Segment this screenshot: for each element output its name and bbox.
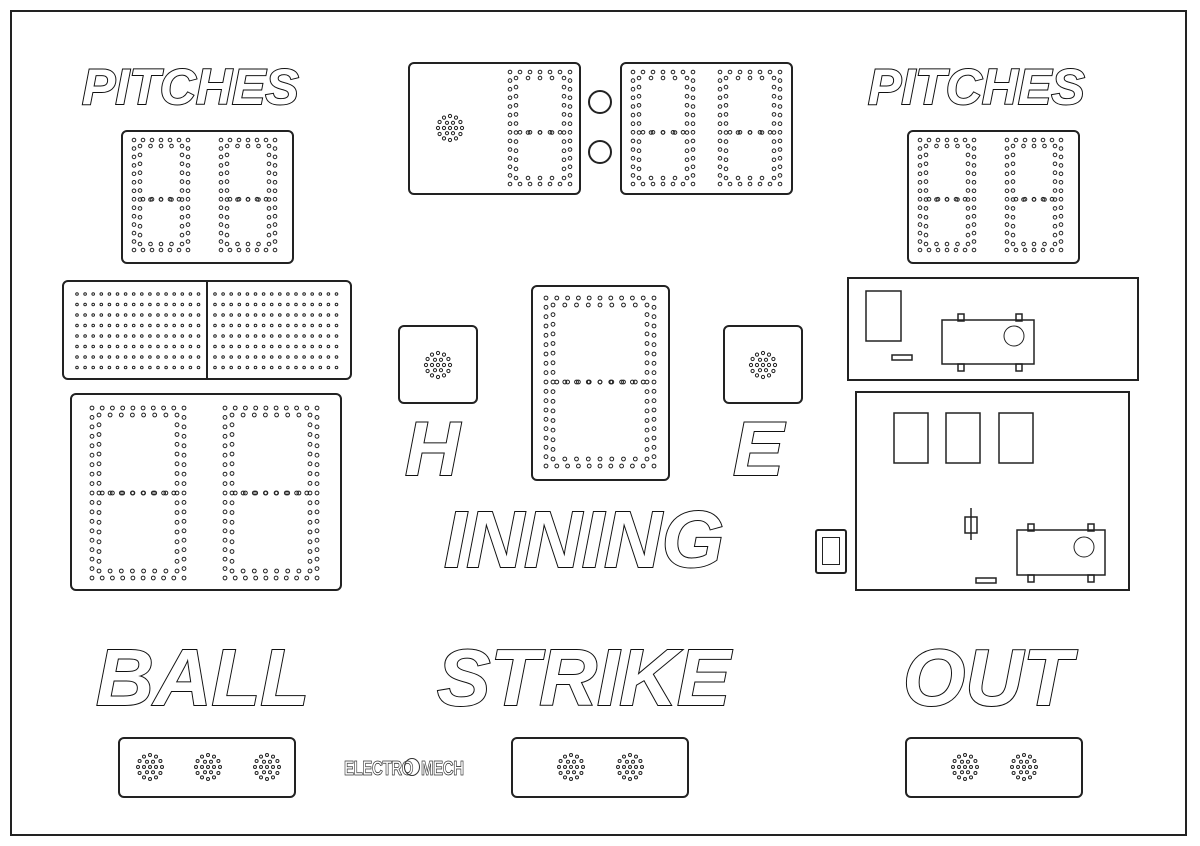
equipment-panel-top	[847, 277, 1139, 381]
logo-text-right: MECH	[421, 758, 465, 781]
message-board-divider	[206, 281, 208, 379]
strike-indicators	[511, 737, 689, 798]
error-indicator	[723, 325, 803, 404]
clock-right-display	[620, 62, 793, 195]
logo-text-left: ELECTRO	[344, 758, 414, 781]
out-indicators	[905, 737, 1083, 798]
hit-label: H	[404, 407, 461, 492]
switch-plate	[815, 529, 847, 574]
pitches-right-display	[907, 130, 1080, 264]
pitches-left-label: PITCHES	[81, 59, 300, 115]
ball-label: BALL	[95, 633, 310, 722]
hit-indicator	[398, 325, 478, 404]
inning-label: INNING	[443, 495, 725, 584]
score-display	[70, 393, 342, 591]
pitches-left-display	[121, 130, 294, 264]
clock-colon-bottom	[588, 140, 612, 164]
strike-label: STRIKE	[436, 633, 731, 722]
logo-emblem	[404, 758, 420, 776]
inning-display	[531, 285, 670, 481]
out-label: OUT	[902, 633, 1073, 722]
switch-plate-inner	[822, 537, 840, 565]
clock-left-display	[408, 62, 581, 195]
pitches-right-label: PITCHES	[867, 59, 1086, 115]
electromech-logo: ELECTRO MECH	[344, 752, 468, 784]
equipment-panel-bottom	[855, 391, 1130, 591]
clock-colon-top	[588, 90, 612, 114]
error-label: E	[732, 407, 785, 492]
ball-indicators	[118, 737, 296, 798]
